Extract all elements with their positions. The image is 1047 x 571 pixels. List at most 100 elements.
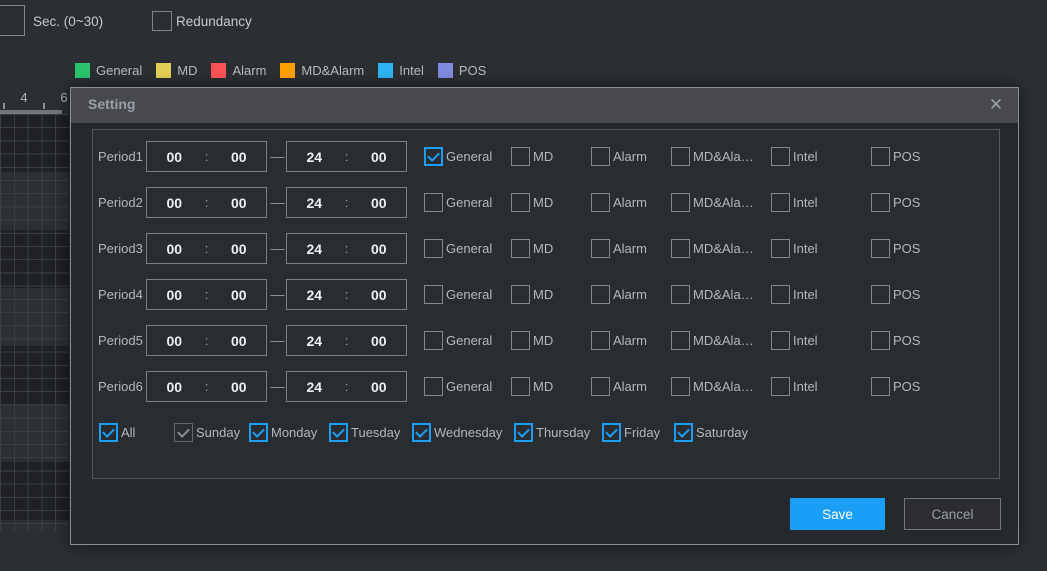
close-icon[interactable]: ✕ xyxy=(988,95,1004,114)
checkbox-box-icon xyxy=(771,285,790,304)
type-checkbox-md[interactable]: MD xyxy=(511,285,553,304)
type-checkbox-pos[interactable]: POS xyxy=(871,239,920,258)
day-checkbox-all[interactable]: All xyxy=(99,423,135,442)
day-checkbox-wednesday[interactable]: Wednesday xyxy=(412,423,502,442)
day-checkbox-monday[interactable]: Monday xyxy=(249,423,317,442)
type-checkbox-intel[interactable]: Intel xyxy=(771,285,818,304)
type-checkbox-pos[interactable]: POS xyxy=(871,377,920,396)
end-time-input[interactable]: 24 : 00 xyxy=(286,141,407,172)
start-hour[interactable]: 00 xyxy=(166,332,183,349)
start-time-input[interactable]: 00 : 00 xyxy=(146,141,267,172)
type-checkbox-alarm[interactable]: Alarm xyxy=(591,193,647,212)
type-checkbox-alarm[interactable]: Alarm xyxy=(591,331,647,350)
redundancy-checkbox[interactable]: Redundancy xyxy=(152,11,252,31)
type-checkbox-general[interactable]: General xyxy=(424,147,492,166)
type-checkbox-mdala[interactable]: MD&Ala… xyxy=(671,147,754,166)
period-label: Period1 xyxy=(98,149,143,164)
start-hour[interactable]: 00 xyxy=(166,378,183,395)
type-checkbox-intel[interactable]: Intel xyxy=(771,377,818,396)
end-hour[interactable]: 24 xyxy=(306,286,323,303)
type-checkbox-intel[interactable]: Intel xyxy=(771,239,818,258)
end-minute[interactable]: 00 xyxy=(370,286,387,303)
type-checkbox-alarm[interactable]: Alarm xyxy=(591,285,647,304)
type-checkbox-alarm[interactable]: Alarm xyxy=(591,147,647,166)
type-checkbox-general[interactable]: General xyxy=(424,239,492,258)
range-dash: — xyxy=(270,286,285,302)
start-time-input[interactable]: 00 : 00 xyxy=(146,371,267,402)
save-button[interactable]: Save xyxy=(790,498,885,530)
type-checkbox-pos[interactable]: POS xyxy=(871,285,920,304)
type-checkbox-intel[interactable]: Intel xyxy=(771,193,818,212)
type-checkbox-mdala[interactable]: MD&Ala… xyxy=(671,377,754,396)
end-minute[interactable]: 00 xyxy=(370,194,387,211)
period-row-1: Period1 00 : 00 — 24 : 00 General MD Ala… xyxy=(93,141,999,172)
type-checkbox-md[interactable]: MD xyxy=(511,331,553,350)
type-checkbox-general[interactable]: General xyxy=(424,285,492,304)
end-hour[interactable]: 24 xyxy=(306,332,323,349)
type-checkbox-general[interactable]: General xyxy=(424,331,492,350)
end-time-input[interactable]: 24 : 00 xyxy=(286,325,407,356)
start-time-input[interactable]: 00 : 00 xyxy=(146,233,267,264)
start-minute[interactable]: 00 xyxy=(230,378,247,395)
type-checkbox-mdala[interactable]: MD&Ala… xyxy=(671,239,754,258)
type-checkbox-alarm[interactable]: Alarm xyxy=(591,377,647,396)
checkbox-label: General xyxy=(446,287,493,302)
cancel-button[interactable]: Cancel xyxy=(904,498,1001,530)
end-hour[interactable]: 24 xyxy=(306,194,323,211)
prerecord-seconds-input[interactable] xyxy=(0,5,25,36)
checkbox-box-icon xyxy=(674,423,693,442)
type-checkbox-mdala[interactable]: MD&Ala… xyxy=(671,331,754,350)
type-checkbox-alarm[interactable]: Alarm xyxy=(591,239,647,258)
type-checkbox-pos[interactable]: POS xyxy=(871,331,920,350)
type-checkbox-md[interactable]: MD xyxy=(511,377,553,396)
start-minute[interactable]: 00 xyxy=(230,194,247,211)
type-checkbox-general[interactable]: General xyxy=(424,193,492,212)
type-checkbox-md[interactable]: MD xyxy=(511,147,553,166)
checkbox-box-icon xyxy=(671,147,690,166)
start-minute[interactable]: 00 xyxy=(230,148,247,165)
type-checkbox-general[interactable]: General xyxy=(424,377,492,396)
end-hour[interactable]: 24 xyxy=(306,148,323,165)
day-checkbox-saturday[interactable]: Saturday xyxy=(674,423,748,442)
day-checkbox-tuesday[interactable]: Tuesday xyxy=(329,423,400,442)
type-checkbox-mdala[interactable]: MD&Ala… xyxy=(671,193,754,212)
start-hour[interactable]: 00 xyxy=(166,240,183,257)
legend-item: POS xyxy=(437,63,486,78)
checkbox-label: Saturday xyxy=(696,425,749,440)
end-minute[interactable]: 00 xyxy=(370,378,387,395)
end-minute[interactable]: 00 xyxy=(370,332,387,349)
start-time-input[interactable]: 00 : 00 xyxy=(146,325,267,356)
end-time-input[interactable]: 24 : 00 xyxy=(286,187,407,218)
end-minute[interactable]: 00 xyxy=(370,240,387,257)
start-minute[interactable]: 00 xyxy=(230,240,247,257)
end-time-input[interactable]: 24 : 00 xyxy=(286,233,407,264)
start-hour[interactable]: 00 xyxy=(166,194,183,211)
checkbox-label: Intel xyxy=(793,241,818,256)
start-time-input[interactable]: 00 : 00 xyxy=(146,279,267,310)
type-checkbox-pos[interactable]: POS xyxy=(871,193,920,212)
end-hour[interactable]: 24 xyxy=(306,240,323,257)
day-checkbox-sunday[interactable]: Sunday xyxy=(174,423,240,442)
checkbox-box-icon xyxy=(671,377,690,396)
checkbox-box-icon xyxy=(99,423,118,442)
checkbox-box-icon xyxy=(424,285,443,304)
start-time-input[interactable]: 00 : 00 xyxy=(146,187,267,218)
type-checkbox-intel[interactable]: Intel xyxy=(771,147,818,166)
type-checkbox-intel[interactable]: Intel xyxy=(771,331,818,350)
type-checkbox-md[interactable]: MD xyxy=(511,193,553,212)
type-checkbox-mdala[interactable]: MD&Ala… xyxy=(671,285,754,304)
end-time-input[interactable]: 24 : 00 xyxy=(286,279,407,310)
end-hour[interactable]: 24 xyxy=(306,378,323,395)
start-minute[interactable]: 00 xyxy=(230,286,247,303)
type-checkbox-pos[interactable]: POS xyxy=(871,147,920,166)
type-checkbox-md[interactable]: MD xyxy=(511,239,553,258)
checkbox-label: General xyxy=(446,149,493,164)
end-minute[interactable]: 00 xyxy=(370,148,387,165)
end-time-input[interactable]: 24 : 00 xyxy=(286,371,407,402)
start-hour[interactable]: 00 xyxy=(166,148,183,165)
start-hour[interactable]: 00 xyxy=(166,286,183,303)
start-minute[interactable]: 00 xyxy=(230,332,247,349)
day-checkbox-thursday[interactable]: Thursday xyxy=(514,423,590,442)
day-checkbox-friday[interactable]: Friday xyxy=(602,423,660,442)
time-colon: : xyxy=(204,333,209,348)
